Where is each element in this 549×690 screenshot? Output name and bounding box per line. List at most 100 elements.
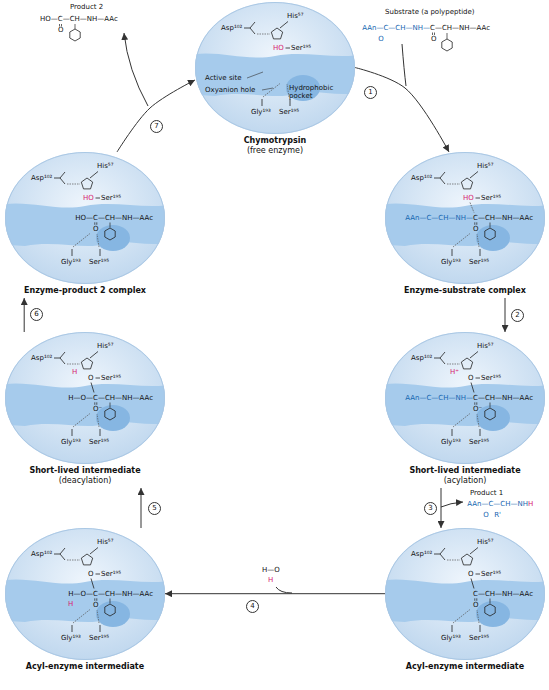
step-number: 5 — [148, 502, 161, 515]
product-label: Product 2 — [70, 3, 103, 11]
residue-label: Ser¹⁹⁵ — [481, 570, 501, 578]
circle-outline — [6, 333, 165, 464]
circle-outline — [5, 528, 165, 674]
formula-text: C—CH—NH—AAc — [473, 394, 533, 402]
formula-text: C—CH—NH—AAc — [93, 214, 153, 222]
state-circle: Acyl-enzyme intermediate — [5, 528, 165, 674]
step-number: 3 — [424, 502, 437, 515]
residue-label: His⁵⁷ — [97, 162, 113, 170]
state-heading: Chymotrypsin(free enzyme) — [195, 136, 355, 156]
atom-label: HO — [463, 194, 474, 202]
state-name: Acyl-enzyme intermediate — [5, 662, 165, 672]
state-circle: Enzyme-product 2 complex — [5, 152, 165, 298]
enzyme-figure — [0, 528, 175, 660]
atom-label: H — [268, 576, 273, 584]
formula-text: AAn—C—CH—NH— — [405, 214, 473, 222]
formula-text: C—CH—NH—AAc — [473, 214, 533, 222]
atom-label: H — [72, 368, 77, 376]
atom-label: O — [473, 225, 479, 233]
atom-label: O⁻ — [473, 405, 482, 413]
formula-text: AAn—C—CH—NH — [467, 500, 528, 508]
ester-bond — [91, 579, 94, 589]
residue-label: Asp¹⁰² — [31, 550, 52, 558]
state-note: (free enzyme) — [195, 146, 355, 156]
atom-label: O — [88, 570, 94, 578]
state-heading: Enzyme-substrate complex — [385, 286, 545, 296]
formula-text: C—CH—NH—AAc — [473, 590, 533, 598]
formula-text: H—O— — [68, 394, 93, 402]
residue-label: Ser¹⁹⁵ — [291, 44, 311, 52]
enzyme-figure — [375, 332, 549, 464]
residue-label: Ser¹⁹⁵ — [89, 258, 109, 266]
residue-label: His⁵⁷ — [97, 538, 113, 546]
circle-outline — [386, 529, 545, 660]
formula-text: H—O — [262, 566, 280, 574]
attack-bond — [470, 203, 474, 213]
circle-outline — [5, 332, 165, 488]
atom-label: H⁺ — [450, 368, 459, 376]
atom-label: HO — [83, 194, 94, 202]
residue-label: Asp¹⁰² — [221, 24, 242, 32]
water-entry — [276, 587, 292, 593]
formula-text: AAn—C—CH—NH— — [362, 24, 430, 32]
circle-outline — [386, 333, 545, 464]
ester-bond — [471, 383, 474, 393]
residue-label: Gly¹⁹³ — [61, 438, 81, 446]
substrate-label: Substrate (a polypeptide) — [385, 8, 475, 16]
part-label: Hydrophobic pocket — [289, 84, 341, 100]
residue-label: Asp¹⁰² — [411, 550, 432, 558]
enzyme-figure — [0, 152, 175, 284]
residue-label: Ser¹⁹⁵ — [469, 258, 489, 266]
circle-outline — [385, 528, 545, 674]
state-name: Enzyme-product 2 complex — [5, 286, 165, 296]
state-note: (acylation) — [385, 476, 545, 486]
atom-label: O — [378, 35, 384, 43]
residue-label: Ser¹⁹⁵ — [101, 194, 121, 202]
formula-text: HO— — [75, 214, 93, 222]
residue-label: Asp¹⁰² — [411, 354, 432, 362]
reaction-arrow — [141, 488, 142, 528]
residue-label: Ser¹⁹⁵ — [101, 570, 121, 578]
state-heading: Acyl-enzyme intermediate — [5, 662, 165, 672]
circle-outline — [385, 152, 545, 298]
state-heading: Acyl-enzyme intermediate — [385, 662, 545, 672]
substrate-entry — [402, 44, 406, 86]
atom-label: O — [93, 601, 99, 609]
state-circle: Enzyme-substrate complex — [385, 152, 545, 298]
formula-text: AAn—C—CH—NH— — [405, 394, 473, 402]
residue-label: Gly¹⁹³ — [441, 258, 461, 266]
formula-text: H—O— — [68, 590, 93, 598]
step-number: 1 — [364, 86, 377, 99]
circle-outline — [386, 153, 545, 284]
residue-label: Ser¹⁹⁵ — [101, 374, 121, 382]
phenyl-ring — [70, 29, 80, 41]
residue-label: Gly¹⁹³ — [441, 438, 461, 446]
residue-label: His⁵⁷ — [477, 342, 493, 350]
circle-outline — [6, 529, 165, 660]
atom-label: H — [528, 500, 533, 508]
residue-label: Gly¹⁹³ — [251, 108, 271, 116]
state-heading: Enzyme-product 2 complex — [5, 286, 165, 296]
atom-label: R' — [494, 511, 501, 519]
residue-label: Ser¹⁹⁵ — [481, 374, 501, 382]
circle-outline — [6, 153, 165, 284]
reaction-arrow — [505, 298, 506, 332]
atom-label: O — [483, 511, 489, 519]
enzyme-figure — [185, 2, 365, 134]
enzyme-figure — [0, 332, 175, 464]
residue-label: Gly¹⁹³ — [61, 634, 81, 642]
atom-label: H — [68, 600, 73, 608]
state-name: Acyl-enzyme intermediate — [385, 662, 545, 672]
formula-text: HO—C—CH—NH—AAc — [40, 15, 118, 23]
reaction-arrow — [355, 68, 449, 152]
state-note: (deacylation) — [5, 476, 165, 486]
residue-label: Ser¹⁹⁵ — [481, 194, 501, 202]
ester-bond — [91, 383, 94, 393]
residue-label: Gly¹⁹³ — [441, 634, 461, 642]
step-number: 4 — [246, 600, 259, 613]
atom-label: O — [88, 374, 94, 382]
product-exit — [441, 502, 463, 507]
